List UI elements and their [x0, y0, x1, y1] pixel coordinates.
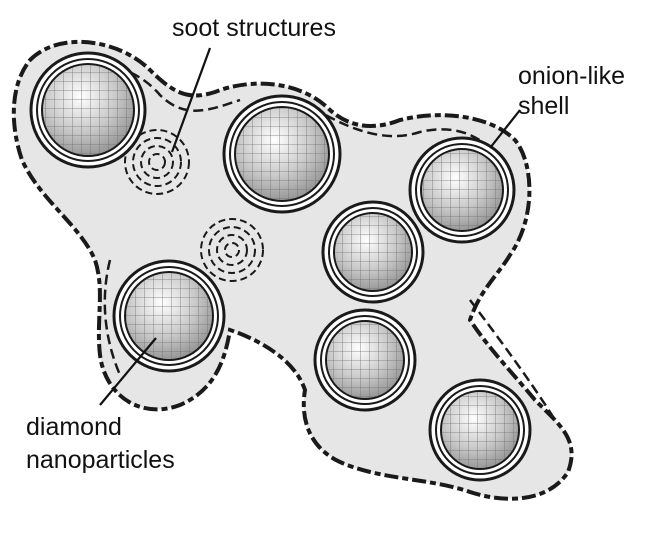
diamond-nanoparticle-icon: [224, 96, 340, 212]
diamond-nanoparticle-icon: [31, 53, 145, 167]
diamond-nanoparticle-icon: [410, 138, 514, 242]
diamond-core-grid: [43, 65, 133, 155]
onion-shell-label-line2: shell: [518, 92, 569, 121]
diamond-core-grid: [335, 214, 411, 290]
diamond-nanoparticle-icon: [430, 380, 530, 480]
diamond-core-grid: [422, 150, 502, 230]
diamond-label-line2: nanoparticles: [26, 446, 175, 475]
diamond-core-grid: [327, 322, 403, 398]
diamond-core-grid: [236, 108, 328, 200]
diamond-label-line1: diamond: [26, 413, 122, 442]
diamond-core-grid: [126, 273, 212, 359]
diamond-core-grid: [442, 392, 518, 468]
diamond-nanoparticle-icon: [323, 202, 423, 302]
diamond-nanoparticle-icon: [315, 310, 415, 410]
diamond-nanoparticle-icon: [114, 261, 224, 371]
onion-shell-label-line1: onion-like: [518, 62, 625, 91]
soot-structures-label: soot structures: [172, 14, 336, 43]
